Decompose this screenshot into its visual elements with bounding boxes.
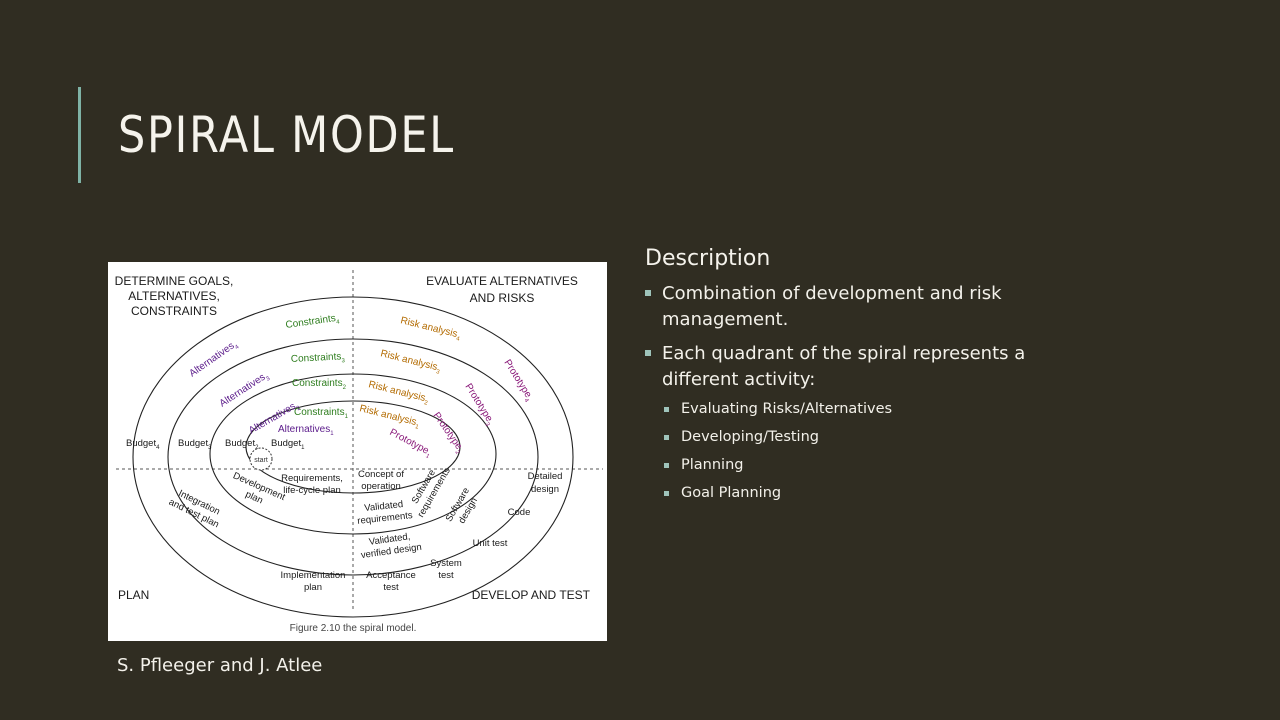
quadrant-bottom-left-label: PLAN bbox=[118, 588, 149, 602]
description-bullets: Combination of development and risk mana… bbox=[645, 281, 1075, 503]
svg-text:DETERMINE GOALS,: DETERMINE GOALS, bbox=[115, 274, 234, 288]
risk-analysis-4: Risk analysis4 bbox=[399, 315, 463, 343]
concept-line1: Concept of bbox=[358, 469, 404, 480]
bullet-marker-icon bbox=[664, 491, 669, 496]
quadrant-top-right-label: EVALUATE ALTERNATIVES AND RISKS bbox=[426, 274, 578, 305]
bullet-marker-icon bbox=[645, 290, 651, 296]
sub-bullet-text: Goal Planning bbox=[681, 485, 782, 501]
sub-bullet-item: Developing/Testing bbox=[662, 427, 1075, 447]
bullet-marker-icon bbox=[664, 435, 669, 440]
system-test-line2: test bbox=[438, 570, 454, 581]
svg-text:AND RISKS: AND RISKS bbox=[470, 291, 535, 305]
bullet-marker-icon bbox=[664, 407, 669, 412]
sub-bullet-text: Evaluating Risks/Alternatives bbox=[681, 401, 893, 417]
sub-bullet-item: Evaluating Risks/Alternatives bbox=[662, 399, 1075, 419]
bullet-marker-icon bbox=[664, 463, 669, 468]
start-label: start bbox=[254, 457, 268, 464]
bullet-text: Combination of development and risk mana… bbox=[662, 283, 1002, 330]
constraints-2: Constraints2 bbox=[292, 378, 347, 391]
constraints-1: Constraints1 bbox=[294, 407, 349, 420]
prototype-1: Prototype1 bbox=[387, 427, 434, 460]
budget-2: Budget2 bbox=[225, 438, 259, 451]
risk-analysis-labels: Risk analysis4 Risk analysis3 Risk analy… bbox=[358, 315, 463, 431]
detailed-design-line1: Detailed bbox=[528, 471, 563, 482]
bullet-text: Each quadrant of the spiral represents a… bbox=[662, 343, 1026, 390]
sub-bullet-item: Planning bbox=[662, 455, 1075, 475]
develop-quadrant-labels: Concept of operation Software requiremen… bbox=[357, 466, 563, 593]
description-heading: Description bbox=[645, 246, 771, 271]
constraints-3: Constraints3 bbox=[291, 351, 346, 367]
title-accent-bar bbox=[78, 87, 81, 183]
quadrant-bottom-right-label: DEVELOP AND TEST bbox=[472, 588, 591, 602]
figure-credit: S. Pfleeger and J. Atlee bbox=[117, 655, 323, 676]
quadrant-top-left-label: DETERMINE GOALS, ALTERNATIVES, CONSTRAIN… bbox=[115, 274, 234, 318]
unit-test-label: Unit test bbox=[473, 538, 508, 549]
prototype-4: Prototype4 bbox=[500, 358, 536, 405]
spiral-ring-3 bbox=[167, 338, 539, 576]
bullet-item: Combination of development and risk mana… bbox=[645, 281, 1075, 333]
svg-text:CONSTRAINTS: CONSTRAINTS bbox=[131, 304, 217, 318]
budget-4: Budget4 bbox=[126, 438, 160, 451]
concept-line2: operation bbox=[361, 481, 401, 492]
alternatives-1: Alternatives1 bbox=[278, 424, 334, 437]
system-test-line1: System bbox=[430, 558, 462, 569]
spiral-ring-2 bbox=[209, 373, 497, 535]
budget-labels: Budget4 Budget3 Budget2 Budget1 bbox=[126, 438, 305, 451]
prototype-2: Prototype2 bbox=[429, 410, 466, 456]
requirements-plan-line2: life-cycle plan bbox=[283, 485, 341, 496]
validated-requirements-line1: Validated bbox=[364, 499, 404, 514]
budget-3: Budget3 bbox=[178, 438, 212, 451]
activity-sub-bullets: Evaluating Risks/Alternatives Developing… bbox=[662, 399, 1075, 503]
implementation-plan-line1: Implementation bbox=[281, 570, 346, 581]
svg-text:ALTERNATIVES,: ALTERNATIVES, bbox=[128, 289, 220, 303]
detailed-design-line2: design bbox=[531, 484, 559, 495]
acceptance-test-line2: test bbox=[383, 582, 399, 593]
constraints-4: Constraints4 bbox=[285, 312, 341, 332]
spiral-ring-4 bbox=[132, 296, 574, 618]
description-panel: Description Combination of development a… bbox=[645, 246, 1075, 511]
spiral-diagram: start DETERMINE GOALS, ALTERNATIVES, CON… bbox=[115, 270, 603, 634]
slide-title: SPIRAL MODEL bbox=[118, 106, 455, 164]
sub-bullet-item: Goal Planning bbox=[662, 483, 1075, 503]
implementation-plan-line2: plan bbox=[304, 582, 322, 593]
alternatives-3: Alternatives3 bbox=[218, 370, 272, 412]
start-marker bbox=[249, 447, 273, 471]
figure-caption: Figure 2.10 the spiral model. bbox=[290, 623, 417, 634]
alternatives-4: Alternatives4 bbox=[187, 338, 241, 381]
risk-analysis-1: Risk analysis1 bbox=[358, 403, 422, 431]
bullet-item: Each quadrant of the spiral represents a… bbox=[645, 341, 1075, 503]
sub-bullet-text: Planning bbox=[681, 457, 744, 473]
bullet-marker-icon bbox=[645, 350, 651, 356]
acceptance-test-line1: Acceptance bbox=[366, 570, 416, 581]
risk-analysis-3: Risk analysis3 bbox=[379, 348, 443, 376]
code-label: Code bbox=[508, 507, 531, 518]
prototype-labels: Prototype4 Prototype3 Prototype2 Prototy… bbox=[387, 358, 536, 461]
svg-text:EVALUATE ALTERNATIVES: EVALUATE ALTERNATIVES bbox=[426, 274, 578, 288]
sub-bullet-text: Developing/Testing bbox=[681, 429, 819, 445]
budget-1: Budget1 bbox=[271, 438, 305, 451]
requirements-plan-line1: Requirements, bbox=[281, 473, 343, 484]
spiral-ring-1 bbox=[245, 400, 461, 494]
spiral-model-figure: start DETERMINE GOALS, ALTERNATIVES, CON… bbox=[108, 262, 607, 641]
